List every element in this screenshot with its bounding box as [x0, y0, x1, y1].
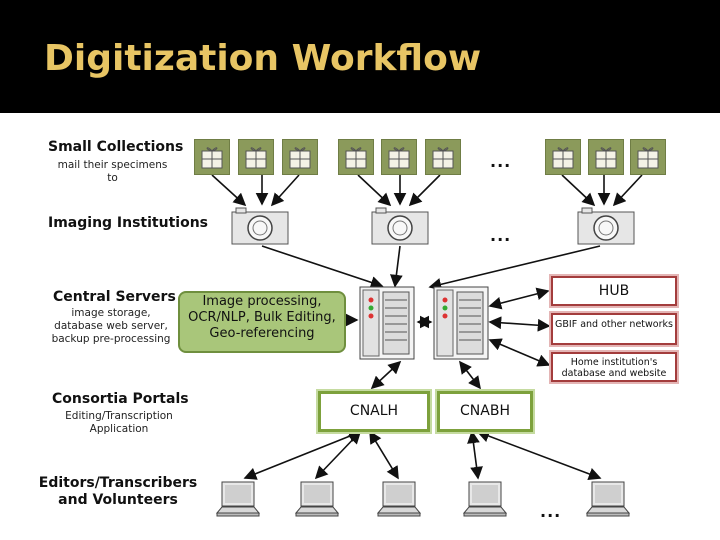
package-icon — [282, 139, 318, 175]
page-title: Digitization Workflow — [44, 38, 482, 79]
more-collections-ellipsis: ... — [490, 152, 512, 171]
package-icon — [338, 139, 374, 175]
laptop-icon — [294, 480, 340, 518]
laptop-icon — [585, 480, 631, 518]
home-institution-label: Home institution's database and website — [561, 357, 667, 379]
camera-icon — [230, 206, 290, 246]
more-institutions-ellipsis: ... — [490, 226, 512, 245]
imaging-institutions-label: Imaging Institutions — [48, 215, 208, 231]
package-icon — [381, 139, 417, 175]
portal-cnabh[interactable]: CNABH — [435, 389, 535, 434]
package-icon — [238, 139, 274, 175]
laptop-icon — [215, 480, 261, 518]
hub-label: HUB — [598, 283, 630, 299]
package-icon — [425, 139, 461, 175]
gbif-label: GBIF and other networks — [555, 319, 673, 330]
package-icon — [630, 139, 666, 175]
editors-label: Editors/Transcribers and Volunteers — [38, 475, 198, 508]
portal-cnabh-label: CNABH — [460, 403, 510, 419]
gbif-box: GBIF and other networks — [549, 311, 679, 347]
package-icon — [194, 139, 230, 175]
small-collections-label: Small Collections — [48, 139, 184, 155]
more-volunteers-ellipsis: ... — [540, 502, 562, 521]
title-bar: Digitization Workflow — [0, 0, 720, 113]
small-collections-note: mail their specimens to — [57, 159, 168, 184]
central-servers-label: Central Servers — [53, 289, 176, 305]
camera-icon — [370, 206, 430, 246]
home-institution-box: Home institution's database and website — [549, 350, 679, 384]
central-servers-note: image storage, database web server, back… — [51, 307, 171, 345]
consortia-portals-note: Editing/Transcription Application — [65, 410, 173, 435]
server-icon — [359, 286, 415, 364]
image-processing-text: Image processing, OCR/NLP, Bulk Editing,… — [188, 294, 336, 341]
package-icon — [545, 139, 581, 175]
laptop-icon — [462, 480, 508, 518]
consortia-portals-label: Consortia Portals — [52, 391, 189, 407]
hub-box: HUB — [549, 274, 679, 308]
portal-cnalh-label: CNALH — [349, 403, 399, 419]
server-icon — [433, 286, 489, 364]
laptop-icon — [376, 480, 422, 518]
camera-icon — [576, 206, 636, 246]
image-processing-box: Image processing, OCR/NLP, Bulk Editing,… — [178, 291, 346, 353]
package-icon — [588, 139, 624, 175]
portal-cnalh[interactable]: CNALH — [316, 389, 432, 434]
